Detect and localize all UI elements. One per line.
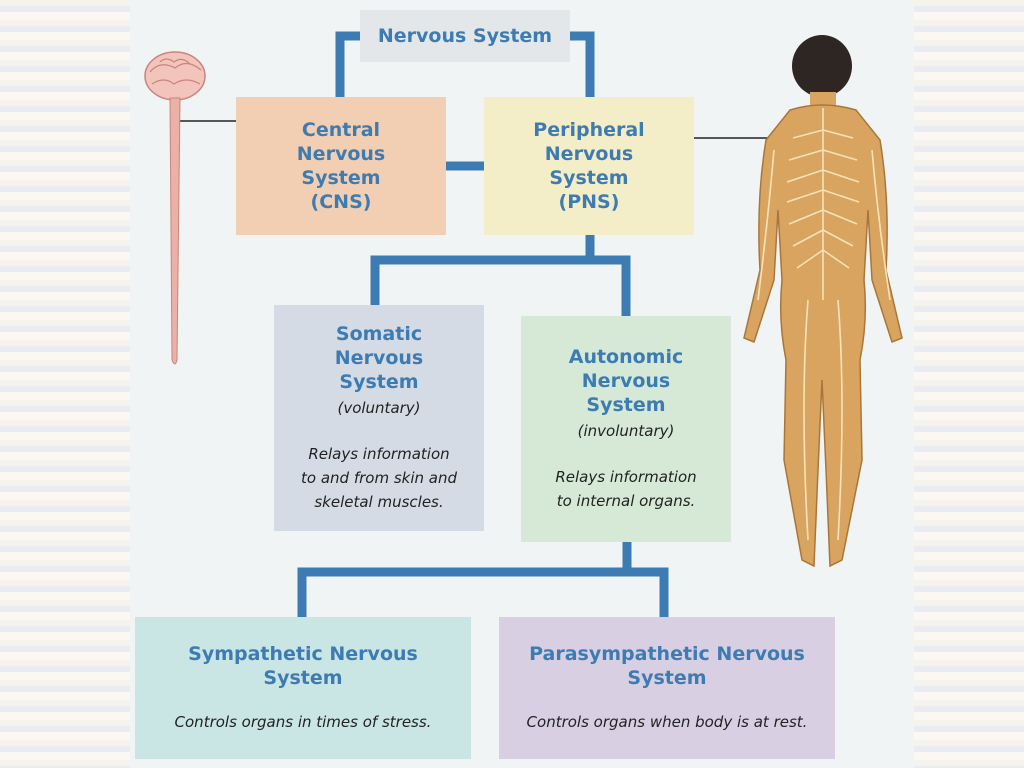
node-autonomic: Autonomic Nervous System (involuntary) R… [521,316,731,542]
connector-ns-pns [567,31,595,103]
node-somatic-title-line-2: Nervous [334,347,424,369]
node-parasympathetic: Parasympathetic Nervous System Controls … [499,617,835,759]
node-autonomic-title-line-1: Autonomic [568,346,684,368]
node-autonomic-qualifier: (involuntary) [577,422,675,440]
node-pns-title-line-4: (PNS) [558,191,620,213]
human-body-icon [743,35,903,568]
node-cns-title-line-4: (CNS) [310,191,372,213]
node-somatic: Somatic Nervous System (voluntary) Relay… [274,305,484,531]
node-somatic-desc-line-1: Relays information [308,445,450,463]
node-cns: Central Nervous System (CNS) [236,97,446,235]
node-autonomic-desc: Relays information to internal organs. [555,465,696,513]
connector-ns-cns [335,31,363,103]
node-sympathetic-desc: Controls organs in times of stress. [174,713,432,731]
node-cns-title-line-3: System [301,167,381,189]
node-pns: Peripheral Nervous System (PNS) [484,97,694,235]
node-sympathetic-title-line-2: System [263,667,343,689]
node-autonomic-title-line-2: Nervous [581,370,671,392]
spinal-cord-icon [169,97,181,365]
node-pns-title-line-3: System [549,167,629,189]
node-pns-title-line-1: Peripheral [533,119,645,141]
node-cns-title-line-2: Nervous [296,143,386,165]
node-somatic-desc-line-2: to and from skin and [301,469,457,487]
node-autonomic-title-line-3: System [586,394,666,416]
node-somatic-desc-line-3: skeletal muscles. [314,493,444,511]
node-nervous-system: Nervous System [360,10,570,62]
background-texture-left [0,0,130,768]
node-somatic-title-line-3: System [339,371,419,393]
node-sympathetic-title-line-1: Sympathetic Nervous [188,643,418,665]
node-parasympathetic-desc: Controls organs when body is at rest. [526,713,808,731]
node-nervous-system-title: Nervous System [377,25,553,47]
node-cns-title-line-1: Central [301,119,381,141]
connector-branch-sna [370,255,631,321]
node-pns-title-line-2: Nervous [544,143,634,165]
brain-icon [144,51,206,101]
connector-branch-sp [297,567,669,621]
node-parasympathetic-title-line-2: System [627,667,707,689]
node-somatic-qualifier: (voluntary) [337,399,421,417]
node-autonomic-desc-line-1: Relays information [555,468,697,486]
node-autonomic-desc-line-2: to internal organs. [556,492,696,510]
node-parasympathetic-title-line-1: Parasympathetic Nervous [529,643,805,665]
node-somatic-title-line-1: Somatic [335,323,423,345]
nerve-lines-icon [757,108,891,541]
background-texture-right [914,0,1024,768]
node-sympathetic: Sympathetic Nervous System Controls orga… [135,617,471,759]
node-somatic-desc: Relays information to and from skin and … [301,442,457,514]
